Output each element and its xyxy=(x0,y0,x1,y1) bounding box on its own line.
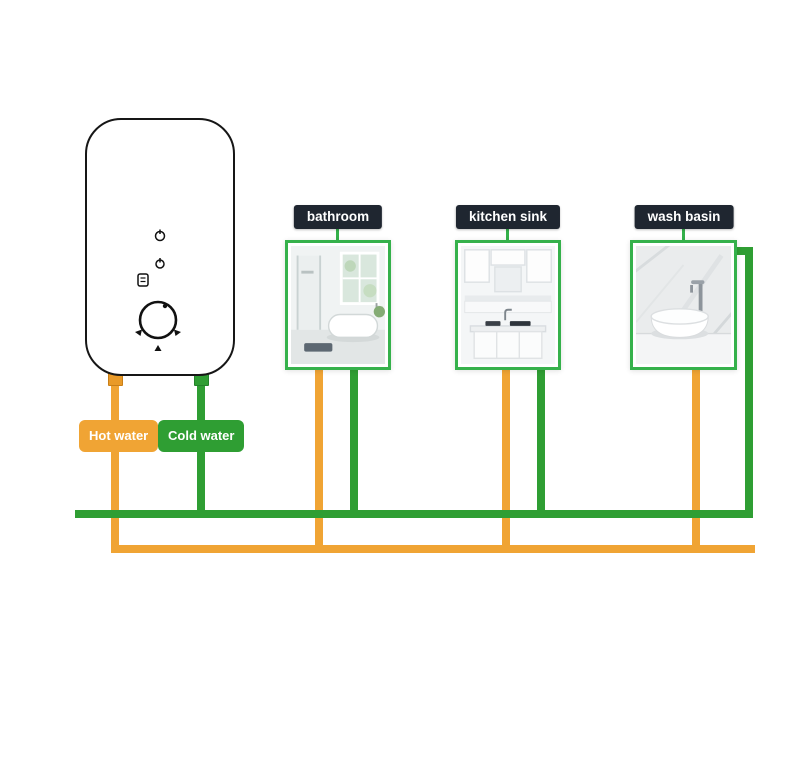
temperature-knob-icon xyxy=(135,300,181,351)
hot-pipe-heater-drop xyxy=(111,382,119,553)
wash-basin-photo xyxy=(636,246,731,364)
cold-pipe-bathroom-riser xyxy=(350,368,358,518)
bathroom-label: bathroom xyxy=(293,205,383,229)
kitchen-sink-box xyxy=(455,240,561,370)
water-heater xyxy=(85,118,235,376)
kitchen-sink-label: kitchen sink xyxy=(455,205,561,229)
cold-water-label: Cold water xyxy=(158,420,245,452)
kitchen-sink-label-connector xyxy=(506,229,509,241)
hot-water-main-pipe xyxy=(111,545,755,553)
cold-pipe-kitchen-riser xyxy=(537,368,545,518)
wash-basin-box xyxy=(630,240,737,370)
bathroom-photo xyxy=(291,246,385,364)
heating-element-icon xyxy=(137,273,149,287)
power-icon xyxy=(155,258,165,269)
bathroom-label-connector xyxy=(336,229,339,241)
power-indicator-icon xyxy=(154,229,166,242)
cold-water-main-pipe xyxy=(75,510,753,518)
cold-pipe-washbasin-riser xyxy=(745,247,753,518)
kitchen-photo xyxy=(461,246,555,364)
hot-pipe-kitchen-riser xyxy=(502,368,510,553)
cold-pipe-washbasin-connector xyxy=(734,247,753,255)
heater-control-panel xyxy=(135,229,181,351)
wash-basin-label-connector xyxy=(682,229,685,241)
hot-pipe-washbasin-riser xyxy=(692,370,700,553)
hot-pipe-bathroom-riser xyxy=(315,368,323,553)
wash-basin-label: wash basin xyxy=(634,205,734,229)
bathroom-box xyxy=(285,240,391,370)
hot-water-label: Hot water xyxy=(79,420,159,452)
